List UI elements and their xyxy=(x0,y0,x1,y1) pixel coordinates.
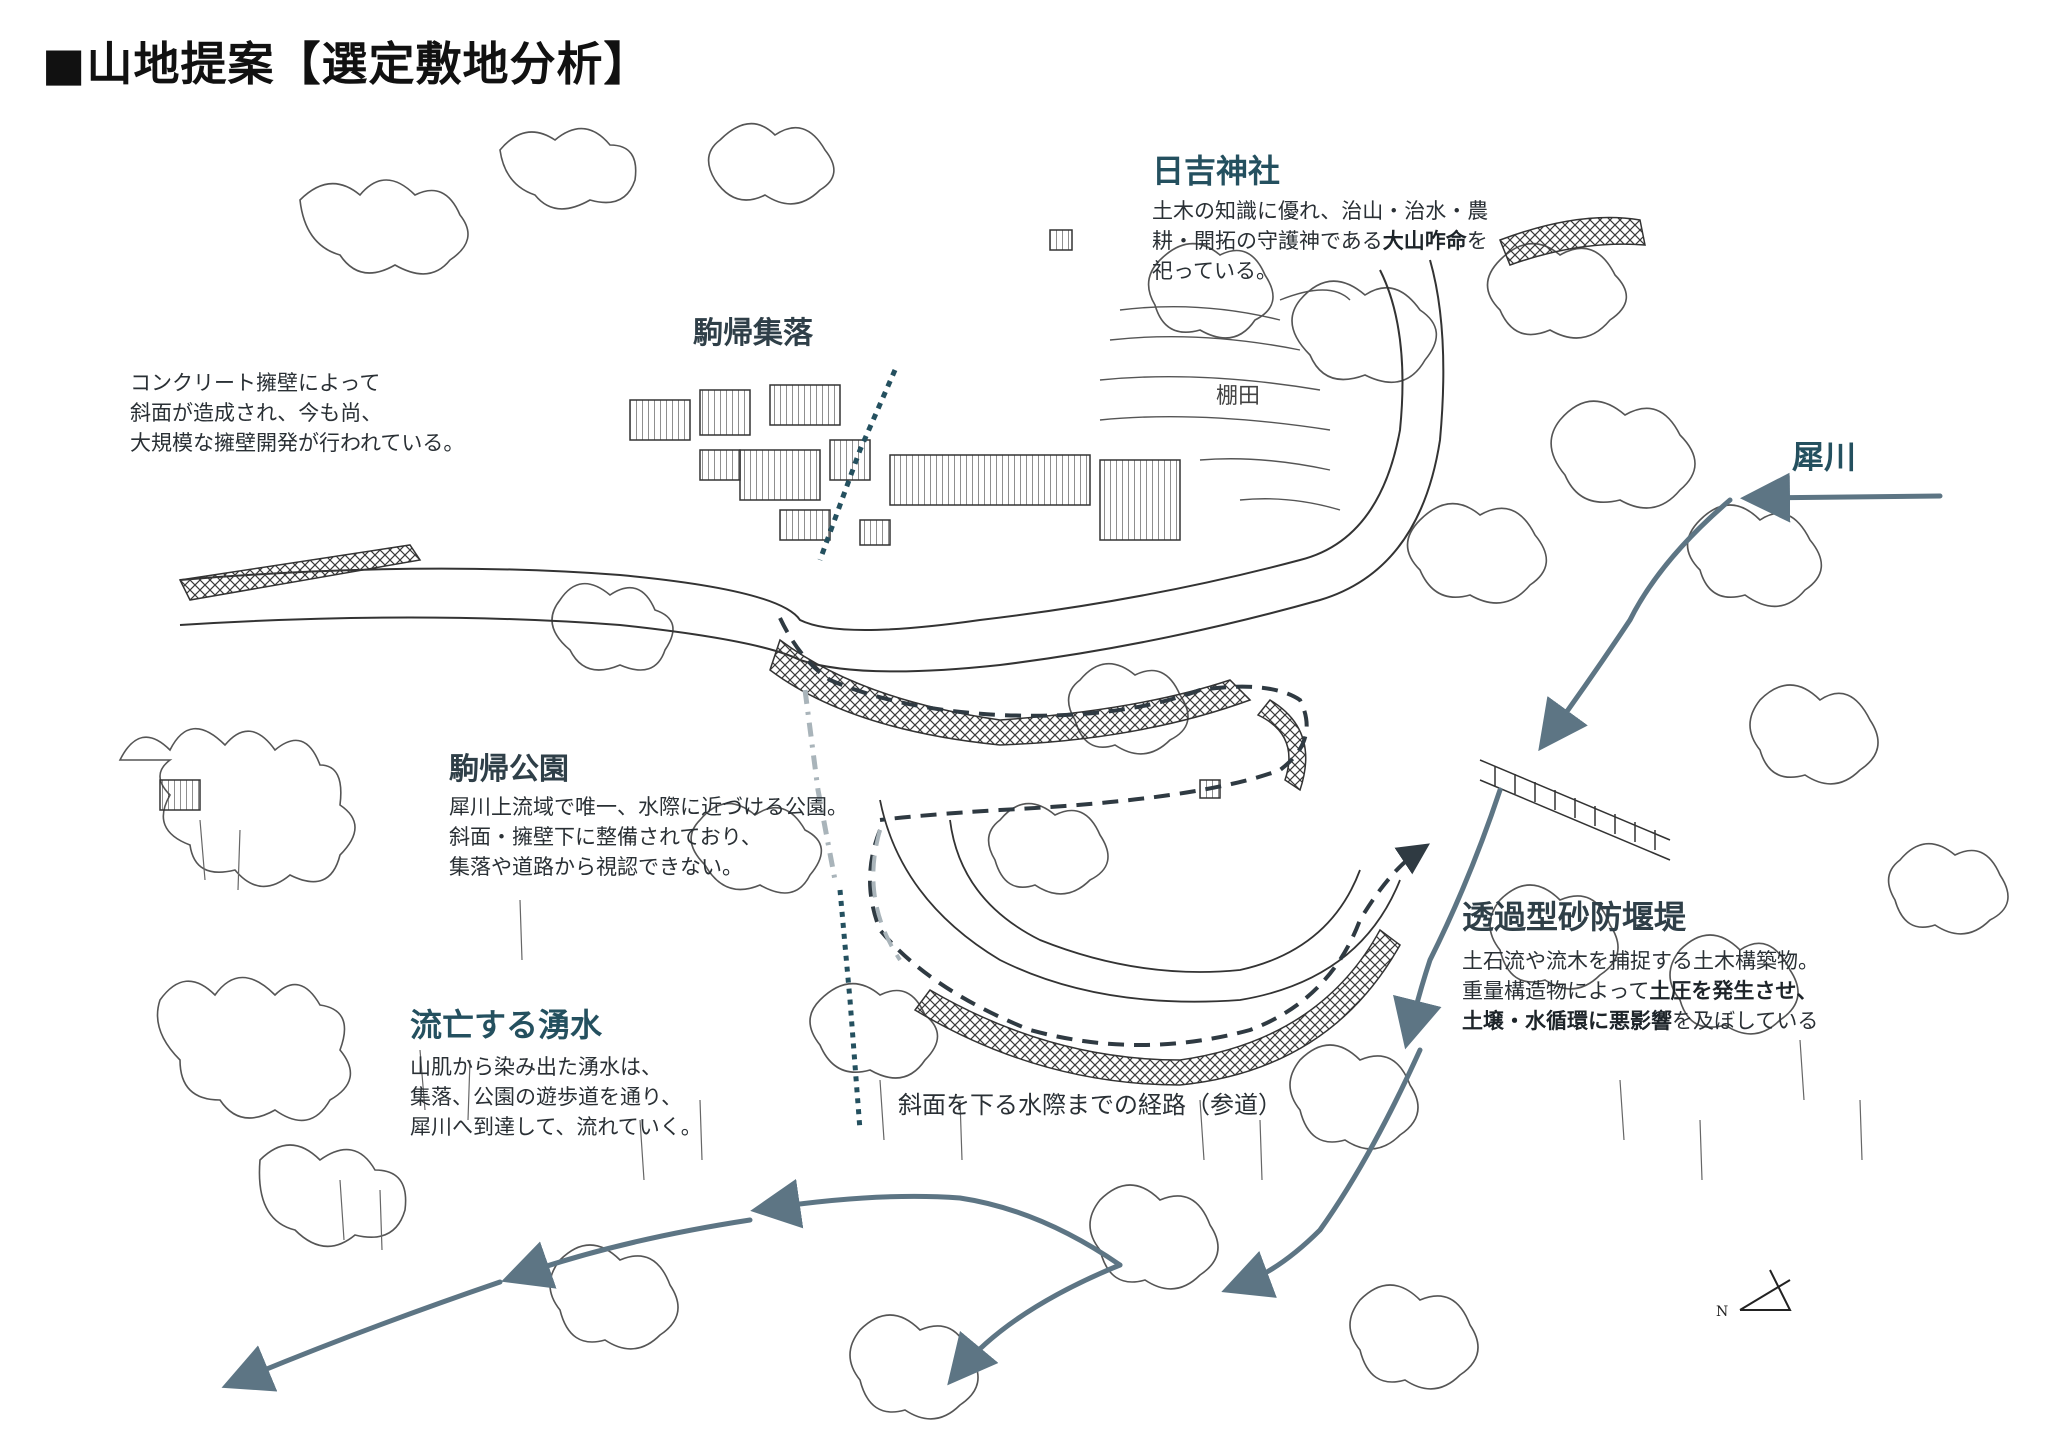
forest-canopy xyxy=(118,122,2009,1420)
approach-route-light xyxy=(871,829,902,962)
tanada-label: 棚田 xyxy=(1216,384,1261,409)
hiyoshi-shrine-description: 土木の知識に優れ、治山・治水・農 耕・開拓の守護神である大山咋命を 祀っている。 xyxy=(1152,199,1489,283)
saigawa-river-label: 犀川 xyxy=(1792,438,1857,476)
approach-route-label: 斜面を下る水際までの経路（参道） xyxy=(898,1091,1282,1119)
approach-route xyxy=(778,617,1430,1047)
sabo-dam-heading: 透過型砂防堰堤 xyxy=(1462,898,1687,936)
saigawa-river-flow xyxy=(221,472,1943,1392)
retaining-wall-park xyxy=(769,638,1252,746)
tree-trunks xyxy=(199,819,1863,1251)
hiyoshi-shrine-heading: 日吉神社 xyxy=(1152,152,1281,190)
retaining-wall-lower xyxy=(913,928,1401,1086)
compass-icon xyxy=(1739,1269,1792,1311)
park-loop-outline xyxy=(879,799,1401,1003)
retaining-wall-hiyoshi xyxy=(1499,216,1646,266)
sabo-dam xyxy=(1479,759,1671,861)
spring-water-heading: 流亡する湧水 xyxy=(410,1006,603,1044)
concrete-wall-description: コンクリート擁壁によって 斜面が造成され、今も尚、 大規模な擁壁開発が行われてい… xyxy=(130,371,465,455)
komagaeri-village-heading: 駒帰集落 xyxy=(693,316,813,351)
spring-water-route xyxy=(802,368,898,1131)
village-buildings xyxy=(159,229,1221,811)
compass-north-label: N xyxy=(1716,1304,1729,1320)
page-title: ■山地提案【選定敷地分析】 xyxy=(42,37,651,91)
komagaeri-park-heading: 駒帰公園 xyxy=(449,752,569,787)
retaining-wall-west xyxy=(178,544,422,601)
main-road xyxy=(179,259,1445,673)
retaining-wall-switchback xyxy=(1256,699,1307,792)
terraced-rice-fields xyxy=(1099,289,1351,511)
komagaeri-park-description: 犀川上流域で唯一、水際に近づける公園。 斜面・擁壁下に整備されており、 集落や道… xyxy=(449,795,848,879)
sabo-dam-description: 土石流や流木を捕捉する土木構築物。 重量構造物によって土圧を発生させ、 土壌・水… xyxy=(1462,949,1819,1033)
spring-water-description: 山肌から染み出た湧水は、 集落、公園の遊歩道を通り、 犀川へ到達して、流れていく… xyxy=(410,1055,702,1139)
